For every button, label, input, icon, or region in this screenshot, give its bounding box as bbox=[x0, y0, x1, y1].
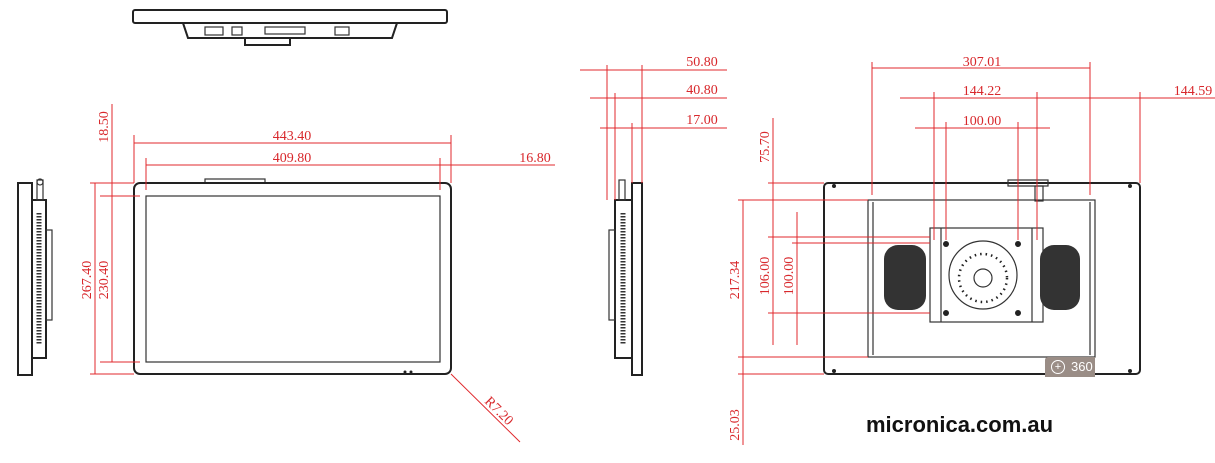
dim-vesa-horizontal: 100.00 bbox=[963, 114, 1002, 129]
back-view bbox=[823, 179, 1141, 375]
dim-depth-mid: 40.80 bbox=[686, 83, 718, 98]
view-360-button[interactable]: +360 bbox=[1045, 357, 1095, 377]
dim-offset-right: 144.59 bbox=[1174, 84, 1213, 99]
brand-watermark: micronica.com.au bbox=[866, 412, 1054, 437]
dim-vesa-vertical: 100.00 bbox=[782, 257, 797, 296]
right-side-view: 50.80 40.80 17.00 bbox=[580, 55, 727, 376]
front-dimensions: 443.40 409.80 16.80 18.50 267.40 230.40 … bbox=[80, 104, 555, 443]
dim-width-outer: 443.40 bbox=[273, 129, 312, 144]
top-view bbox=[132, 9, 448, 46]
left-side-view bbox=[17, 178, 53, 376]
dim-bezel-top: 18.50 bbox=[97, 111, 112, 143]
dim-hole-span: 106.00 bbox=[758, 257, 773, 296]
plus-icon: + bbox=[1051, 360, 1065, 374]
dim-width-screen: 409.80 bbox=[273, 151, 312, 166]
dim-height-outer: 267.40 bbox=[80, 261, 95, 300]
dim-back-height: 217.34 bbox=[728, 261, 743, 300]
dim-corner-radius: R7.20 bbox=[481, 394, 516, 429]
back-dimensions: 307.01 144.22 144.59 100.00 75.70 217.34… bbox=[728, 55, 1215, 445]
badge-label: 360 bbox=[1071, 359, 1093, 374]
dim-depth-thin: 17.00 bbox=[686, 113, 718, 128]
dim-height-screen: 230.40 bbox=[97, 261, 112, 300]
dim-depth-total: 50.80 bbox=[686, 55, 718, 70]
dim-bottom-offset: 25.03 bbox=[728, 409, 743, 441]
dim-back-width: 307.01 bbox=[963, 55, 1002, 70]
dim-top-offset: 75.70 bbox=[758, 131, 773, 163]
dim-bezel-side: 16.80 bbox=[519, 151, 551, 166]
dim-offset-left: 144.22 bbox=[963, 84, 1002, 99]
front-view bbox=[133, 178, 452, 375]
